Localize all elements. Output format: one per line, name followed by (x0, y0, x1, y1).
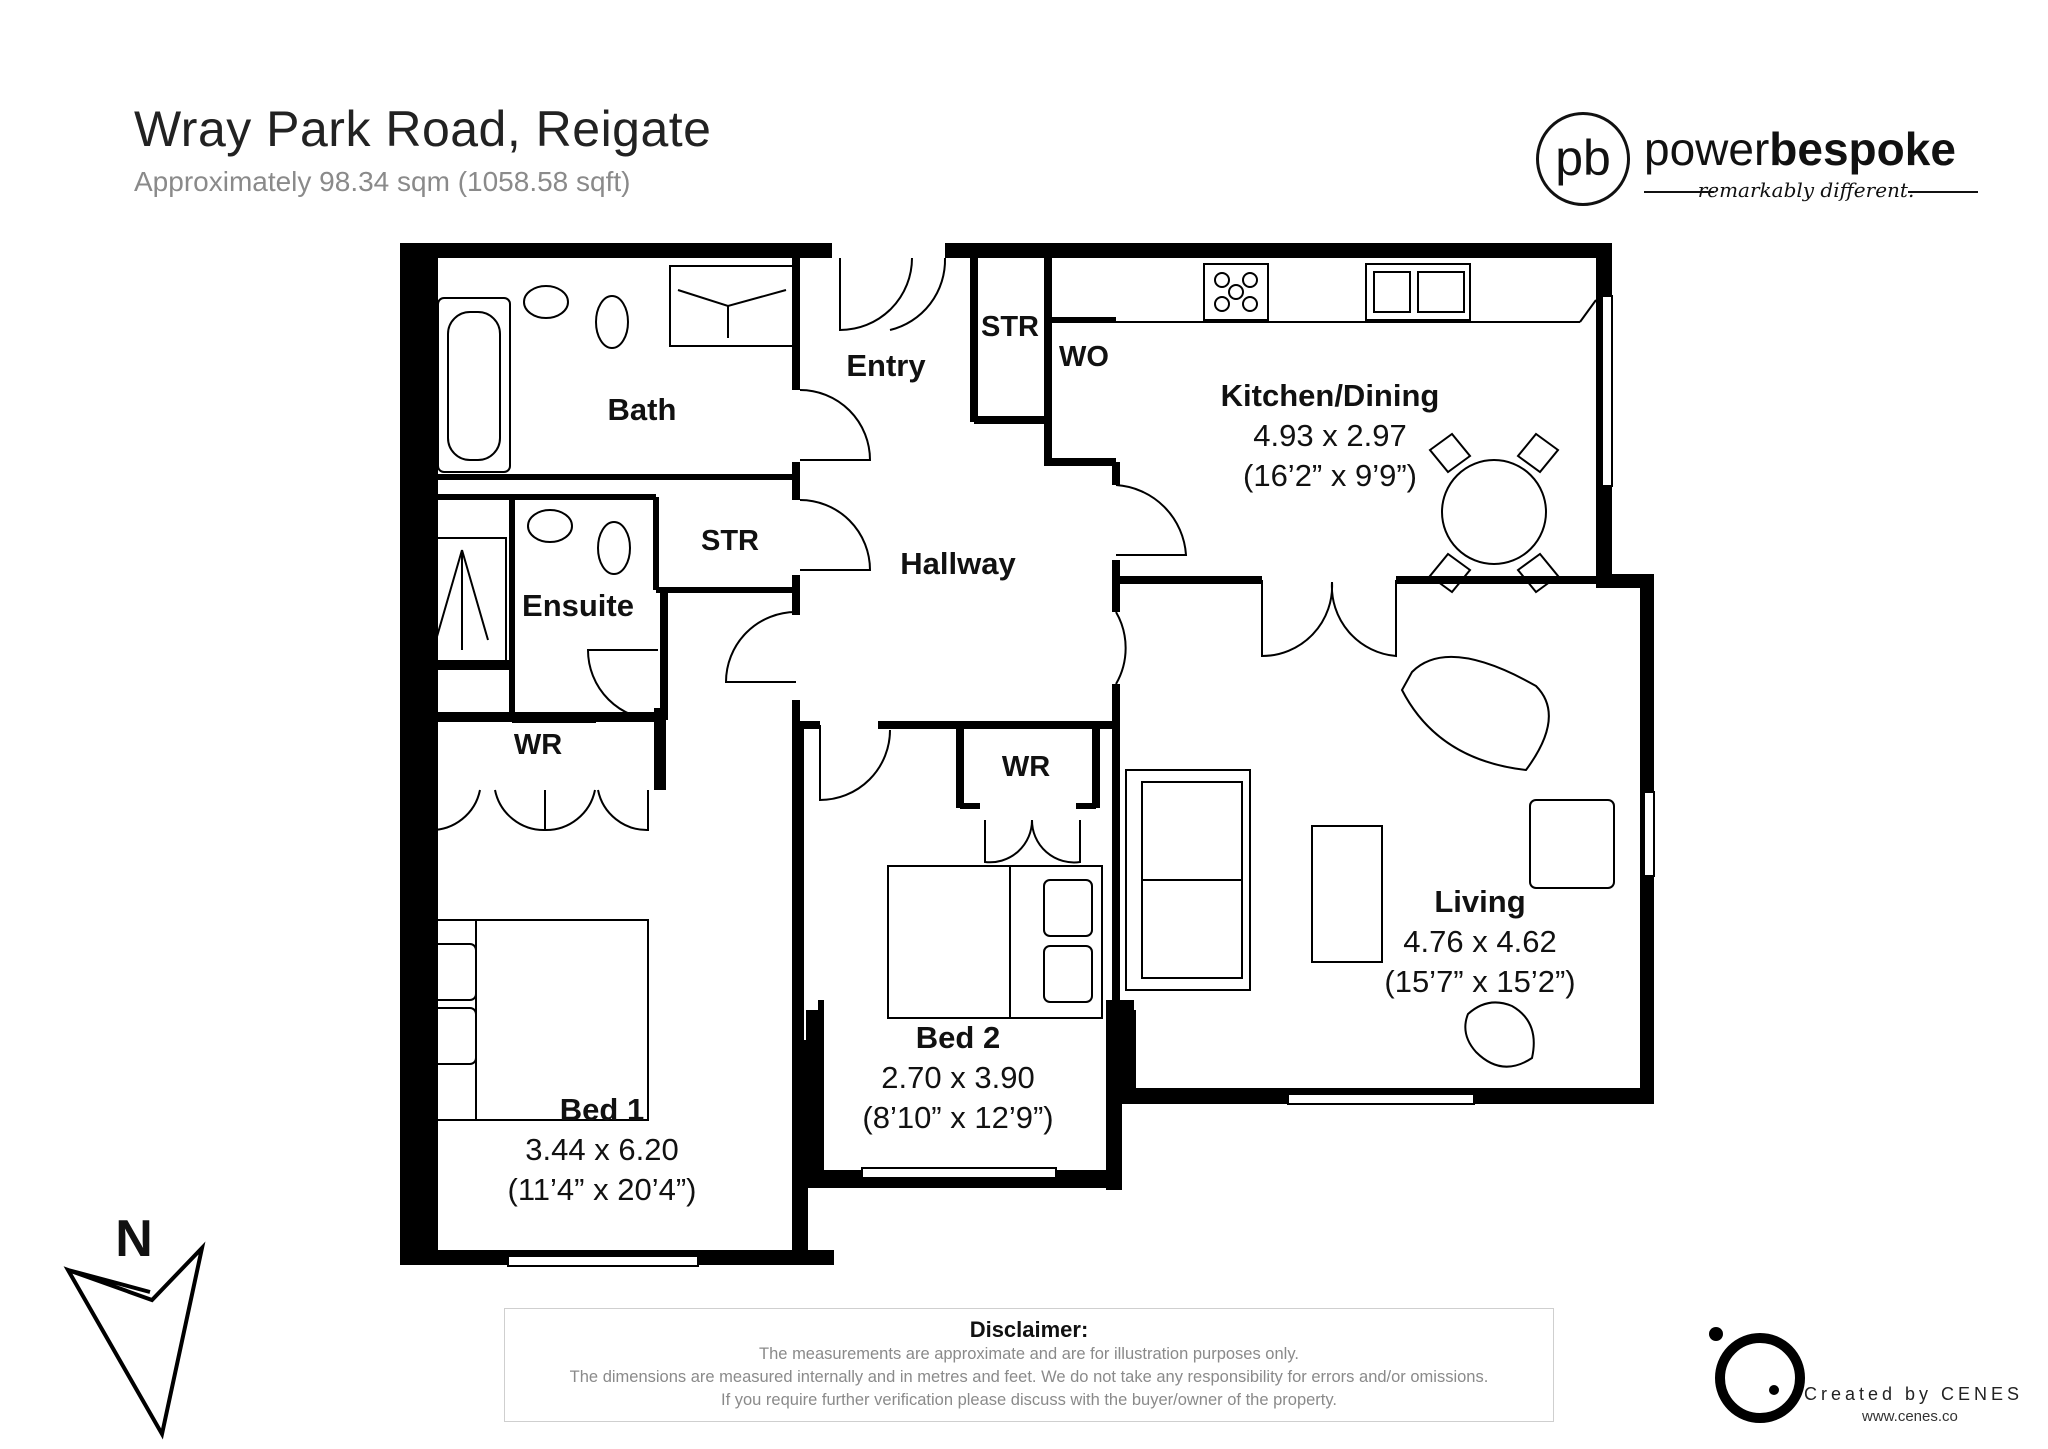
bathtub-icon (437, 297, 511, 473)
bed2-icon (887, 865, 1103, 1019)
bed2-imperial: (8’10” x 12’9”) (862, 1100, 1053, 1135)
windows (507, 295, 1655, 1267)
logo-word-light: power (1644, 123, 1770, 175)
cenes-credit-text: Created by CENES (1804, 1384, 2024, 1404)
bed1-metric: 3.44 x 6.20 (525, 1132, 678, 1167)
ensuite-toilet-icon (597, 521, 631, 575)
property-title: Wray Park Road, Reigate (134, 101, 712, 157)
sofa-icon (1125, 769, 1251, 991)
cenes-credit: Created by CENES www.cenes.co (1708, 1322, 2038, 1432)
ensuite-label: Ensuite (522, 588, 634, 623)
ensuite-shower-icon (417, 537, 507, 663)
wr-bed2-label: WR (1002, 751, 1050, 783)
fixtures (417, 263, 1615, 1121)
wo-label: WO (1059, 341, 1109, 373)
logo-word-bold: bespoke (1769, 123, 1956, 175)
coffee-table-icon (1311, 825, 1383, 963)
kitchen-metric: 4.93 x 2.97 (1253, 418, 1406, 453)
living-label: Living (1434, 884, 1525, 919)
bath-toilet-icon (595, 295, 629, 349)
str-top-label: STR (981, 311, 1039, 343)
disclaimer-line-1: The measurements are approximate and are… (759, 1345, 1299, 1363)
kitchen-imperial: (16’2” x 9’9”) (1243, 458, 1417, 493)
hallway-label: Hallway (900, 546, 1016, 581)
hob-icon (1203, 263, 1269, 321)
property-area: Approximately 98.34 sqm (1058.58 sqft) (134, 166, 631, 197)
living-metric: 4.76 x 4.62 (1403, 924, 1556, 959)
cenes-url[interactable]: www.cenes.co (1862, 1408, 1958, 1425)
bathtub-basin-icon (447, 311, 501, 461)
bath-sink-icon (523, 285, 569, 319)
disclaimer-line-2: The dimensions are measured internally a… (569, 1368, 1489, 1386)
bed1-label: Bed 1 (560, 1092, 644, 1127)
tub-chair-icon (1400, 655, 1550, 772)
interior-walls (438, 258, 1600, 1250)
bed1-icon (419, 919, 649, 1121)
dining-table-icon (1441, 459, 1547, 565)
accent-chair-icon (1464, 1001, 1535, 1068)
disclaimer-line-3: If you require further verification plea… (720, 1391, 1337, 1409)
ensuite-sink-icon (527, 509, 573, 543)
entry-label: Entry (846, 348, 926, 383)
disclaimer-box: Disclaimer: The measurements are approxi… (504, 1308, 1554, 1422)
room-labels: Bath Entry STR WO Kitchen/Dining 4.93 x … (508, 311, 1576, 1207)
compass: N (63, 1210, 206, 1440)
str-mid-label: STR (701, 525, 759, 557)
logo-wordmark: powerbespoke (1644, 122, 1956, 176)
kitchen-sink-icon (1365, 263, 1471, 321)
wr-bed1-label: WR (514, 729, 562, 761)
bed2-label: Bed 2 (916, 1020, 1000, 1055)
cenes-logo-icon (1709, 1327, 1805, 1423)
doors (429, 257, 1397, 864)
kitchen-label: Kitchen/Dining (1221, 378, 1440, 413)
living-imperial: (15’7” x 15’2”) (1384, 964, 1575, 999)
powerbespoke-logo: pb powerbespoke remarkably different. (1536, 112, 1978, 212)
north-label: N (115, 1210, 153, 1268)
north-arrow-icon (63, 1241, 206, 1440)
bed1-imperial: (11’4” x 20’4”) (508, 1172, 697, 1207)
armchair-icon (1529, 799, 1615, 889)
logo-tagline: remarkably different. (1644, 178, 1978, 202)
disclaimer-heading: Disclaimer: (969, 1317, 1089, 1342)
bed2-metric: 2.70 x 3.90 (881, 1060, 1034, 1095)
bath-shower-icon (669, 265, 795, 347)
bath-label: Bath (608, 392, 677, 427)
pb-monogram: pb (1536, 112, 1630, 206)
